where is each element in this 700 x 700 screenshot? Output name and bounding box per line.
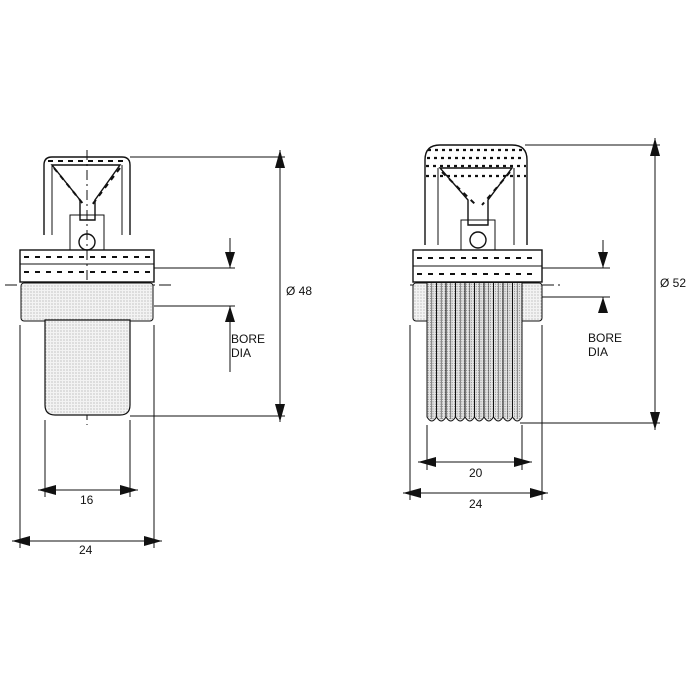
left-bore-arrow-top [225,252,235,268]
right-bore-arrow-bottom [598,297,608,313]
left-handle-dash [48,160,126,206]
right-bore-arrow-top [598,252,608,268]
right-bore-label-1: BORE [588,331,622,345]
left-bore-label-1: BORE [231,332,265,346]
right-outer-arrow-r [530,488,548,498]
left-filter-body [44,319,131,416]
right-bore-label-2: DIA [588,345,608,359]
left-outer-width-label: 24 [79,543,93,557]
left-diameter-arrow-bottom [275,404,285,422]
left-outer-arrow-r [144,536,162,546]
right-handle-outer [424,144,528,245]
left-outer-arrow-l [12,536,30,546]
right-pleated-body [426,283,523,422]
left-diameter-arrow-top [275,150,285,168]
right-handle-dash [441,171,511,206]
right-diameter-arrow-top [650,138,660,156]
left-filter-part: Ø 48 BORE DIA 16 24 [5,150,312,557]
right-handle-knurl [426,148,526,178]
right-outer-arrow-l [403,488,421,498]
right-inner-width-label: 20 [469,466,483,480]
right-ball [469,231,487,249]
right-diameter-label: Ø 52 [660,276,686,290]
left-handle-inner [50,164,122,221]
right-outer-width-label: 24 [469,497,483,511]
right-diameter-arrow-bottom [650,412,660,430]
left-handle-outer [43,156,131,235]
left-bore-label-2: DIA [231,346,251,360]
right-inner-arrow-r [514,457,532,467]
right-rim-dash [417,257,538,275]
left-diameter-label: Ø 48 [286,284,312,298]
left-flange [20,282,154,322]
left-inner-width-label: 16 [80,493,94,507]
left-inner-arrow-l [38,485,56,495]
left-inner-arrow-r [120,485,138,495]
left-rim [19,249,155,283]
left-bore-arrow-bottom [225,306,235,322]
right-inner-arrow-l [418,457,436,467]
right-filter-part: Ø 52 BORE DIA 20 24 [403,138,686,511]
right-handle-inner [438,167,514,226]
